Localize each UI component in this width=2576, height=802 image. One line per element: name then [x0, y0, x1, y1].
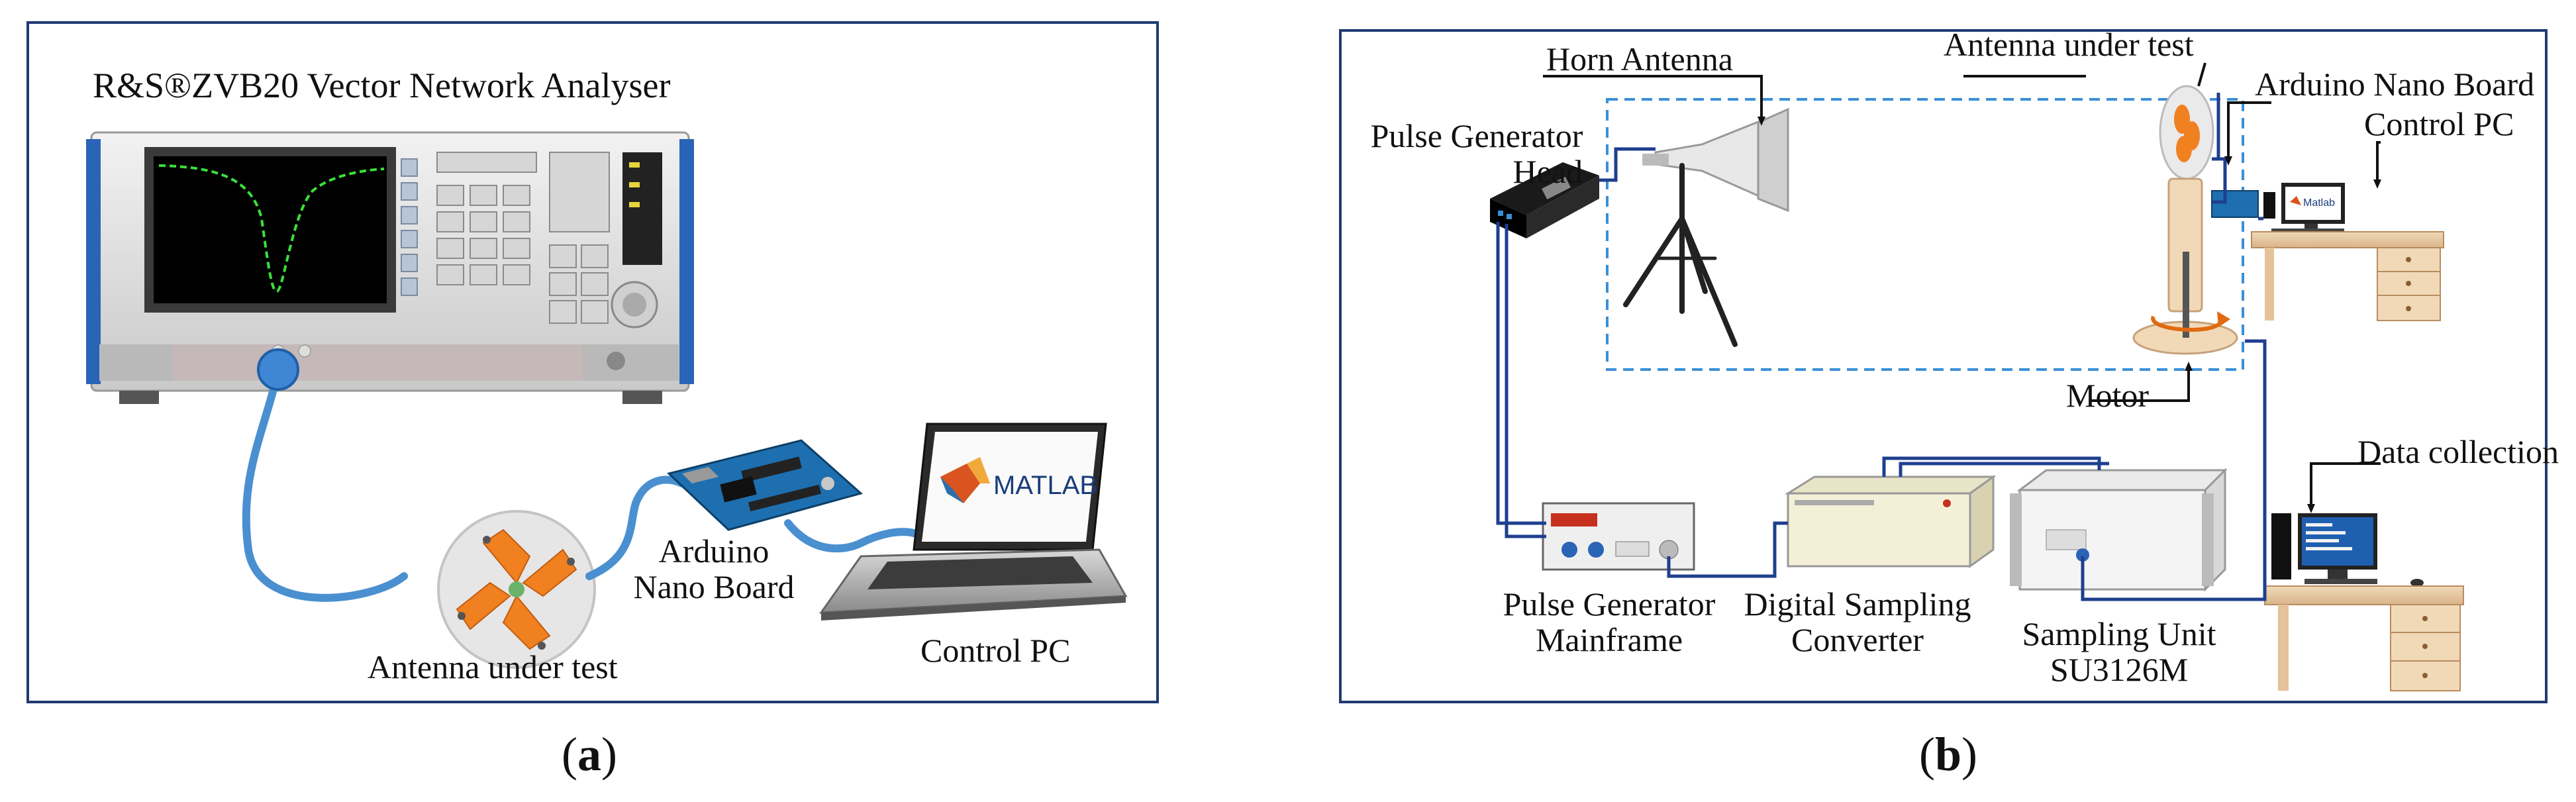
desk-top-right	[2251, 231, 2444, 321]
antenna-arduino-cable	[585, 476, 686, 580]
pg-main-line1: Pulse Generator	[1503, 585, 1716, 623]
vna-port-connector	[257, 348, 299, 391]
su-line1: Sampling Unit	[2022, 615, 2216, 652]
caption-a-letter: a	[577, 728, 601, 781]
signal-wiring	[1496, 93, 2267, 601]
panel-b-frame	[1339, 29, 2548, 703]
horn-antenna	[1642, 107, 1789, 213]
arduino-board-b	[2211, 190, 2259, 218]
antenna-under-test-label-b: Antenna under test	[1944, 26, 2194, 63]
pulse-generator-mainframe-label: Pulse Generator Mainframe	[1487, 586, 1732, 658]
su-line2: SU3126M	[2050, 651, 2189, 688]
data-collection-label: Data collection	[2357, 433, 2559, 470]
sampling-unit	[2010, 468, 2228, 592]
pg-head-line1: Pulse Generator	[1370, 117, 1583, 154]
control-pc-label-b: Control PC	[2364, 105, 2514, 142]
vna-cable	[242, 367, 408, 602]
desk-bottom-right	[2264, 585, 2464, 691]
laptop-a	[818, 423, 1128, 621]
matlab-logo-text: MATLAB	[993, 471, 1098, 500]
caption-a: (a)	[562, 728, 617, 781]
digital-sampling-converter-label: Digital Sampling Converter	[1732, 586, 1983, 658]
arduino-laptop-cable	[784, 519, 918, 553]
caption-b: (b)	[1919, 728, 1978, 781]
pulse-generator-head	[1490, 162, 1599, 238]
arduino-label-b: Arduino Nano Board	[2255, 66, 2535, 103]
pulse-generator-head-label: Pulse Generator Head	[1344, 118, 1609, 189]
sampling-unit-label: Sampling Unit SU3126M	[2013, 616, 2225, 687]
motor-label: Motor	[2066, 377, 2149, 414]
vna-label: R&S®ZVB20 Vector Network Analyser	[93, 66, 671, 105]
pg-head-line2: Head	[1512, 153, 1583, 190]
tripod	[1623, 163, 1738, 347]
control-pc-b	[2263, 183, 2345, 232]
arduino-board-a	[666, 439, 864, 531]
antenna-under-test-b	[2132, 85, 2238, 355]
matlab-logo-icon	[940, 457, 990, 503]
antenna-under-test-a	[437, 510, 596, 669]
horn-antenna-label: Horn Antenna	[1546, 40, 1733, 77]
arduino-label-a-line1: Arduino	[658, 532, 769, 570]
callout-pointers	[1543, 62, 2381, 507]
arduino-label-a: Arduino Nano Board	[628, 533, 800, 605]
data-collection-pc	[2271, 513, 2424, 587]
matlab-small-text: Matlab	[2303, 197, 2336, 209]
caption-b-letter: b	[1934, 728, 1962, 781]
digital-sampling-converter	[1784, 475, 1997, 568]
antenna-under-test-label-a: Antenna under test	[368, 648, 618, 685]
control-pc-label-a: Control PC	[920, 632, 1071, 669]
vna-instrument	[86, 131, 694, 404]
measurement-zone	[1606, 98, 2244, 371]
dsc-line1: Digital Sampling	[1744, 585, 1971, 623]
pg-main-line2: Mainframe	[1535, 621, 1683, 658]
arduino-label-a-line2: Nano Board	[633, 568, 795, 605]
dsc-line2: Converter	[1791, 621, 1924, 658]
